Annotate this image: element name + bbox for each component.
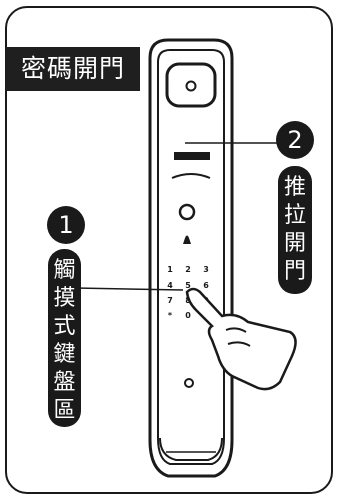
step-2-badge: 2 <box>276 121 314 159</box>
lock-body <box>148 38 234 478</box>
step-1-number: 1 <box>58 211 74 239</box>
key-star: * <box>168 311 173 320</box>
step-1-badge: 1 <box>47 206 85 244</box>
keyhole <box>184 378 194 388</box>
fingerprint-sensor <box>178 203 196 221</box>
key-3: 3 <box>203 265 209 274</box>
key-2: 2 <box>185 265 191 274</box>
key-1: 1 <box>167 265 173 274</box>
key-6: 6 <box>203 281 209 290</box>
leader-line-1 <box>74 287 184 291</box>
step-1-label: 觸 摸 式 鍵 盤 區 <box>48 249 81 427</box>
top-cover <box>165 62 217 108</box>
key-7: 7 <box>167 296 173 305</box>
key-0: 0 <box>185 311 191 320</box>
bell-icon <box>183 235 191 244</box>
title-text: 密碼開門 <box>20 54 125 83</box>
pointing-hand <box>185 287 297 391</box>
step-2-label: 推 拉 開 門 <box>278 166 312 294</box>
key-4: 4 <box>167 281 173 290</box>
brand-logo <box>174 152 210 160</box>
key-5: 5 <box>185 281 191 290</box>
title-box: 密碼開門 <box>6 47 140 91</box>
step-2-number: 2 <box>287 126 303 154</box>
